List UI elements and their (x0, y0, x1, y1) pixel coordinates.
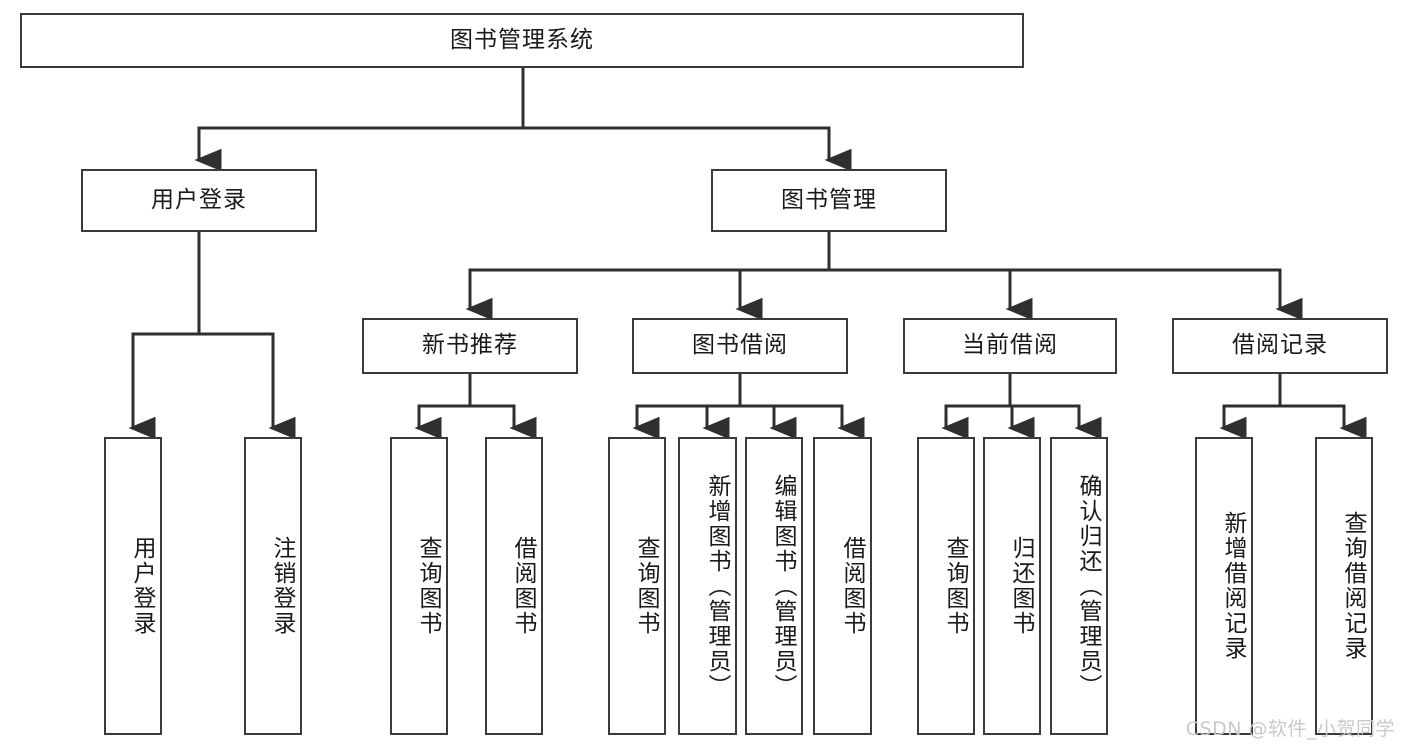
node-borrow-records[interactable]: 借阅记录 (1172, 318, 1388, 374)
leaf-query-borrow-record[interactable]: 查询借阅记录 (1315, 437, 1373, 735)
node-root[interactable]: 图书管理系统 (20, 13, 1024, 68)
leaf-edit-book-admin[interactable]: 编辑图书（管理员） (745, 437, 803, 735)
leaf-logout[interactable]: 注销登录 (244, 437, 302, 735)
leaf-user-login[interactable]: 用户登录 (104, 437, 162, 735)
leaf-return-books[interactable]: 归还图书 (983, 437, 1041, 735)
leaf-borrow-books[interactable]: 借阅图书 (813, 437, 872, 735)
leaf-add-book-admin[interactable]: 新增图书（管理员） (678, 437, 737, 735)
leaf-add-borrow-record[interactable]: 新增借阅记录 (1195, 437, 1253, 735)
node-current-borrow[interactable]: 当前借阅 (903, 318, 1117, 374)
node-user-login[interactable]: 用户登录 (81, 169, 317, 232)
leaf-borrow-books-newbooks[interactable]: 借阅图书 (485, 437, 543, 735)
leaf-confirm-return-admin[interactable]: 确认归还（管理员） (1050, 437, 1108, 735)
leaf-query-books-newbooks[interactable]: 查询图书 (390, 437, 448, 735)
node-book-borrow[interactable]: 图书借阅 (632, 318, 848, 374)
leaf-query-books-current[interactable]: 查询图书 (917, 437, 975, 735)
node-new-book-recommend[interactable]: 新书推荐 (362, 318, 578, 374)
node-book-management[interactable]: 图书管理 (711, 169, 947, 232)
leaf-query-books-borrow[interactable]: 查询图书 (608, 437, 666, 735)
